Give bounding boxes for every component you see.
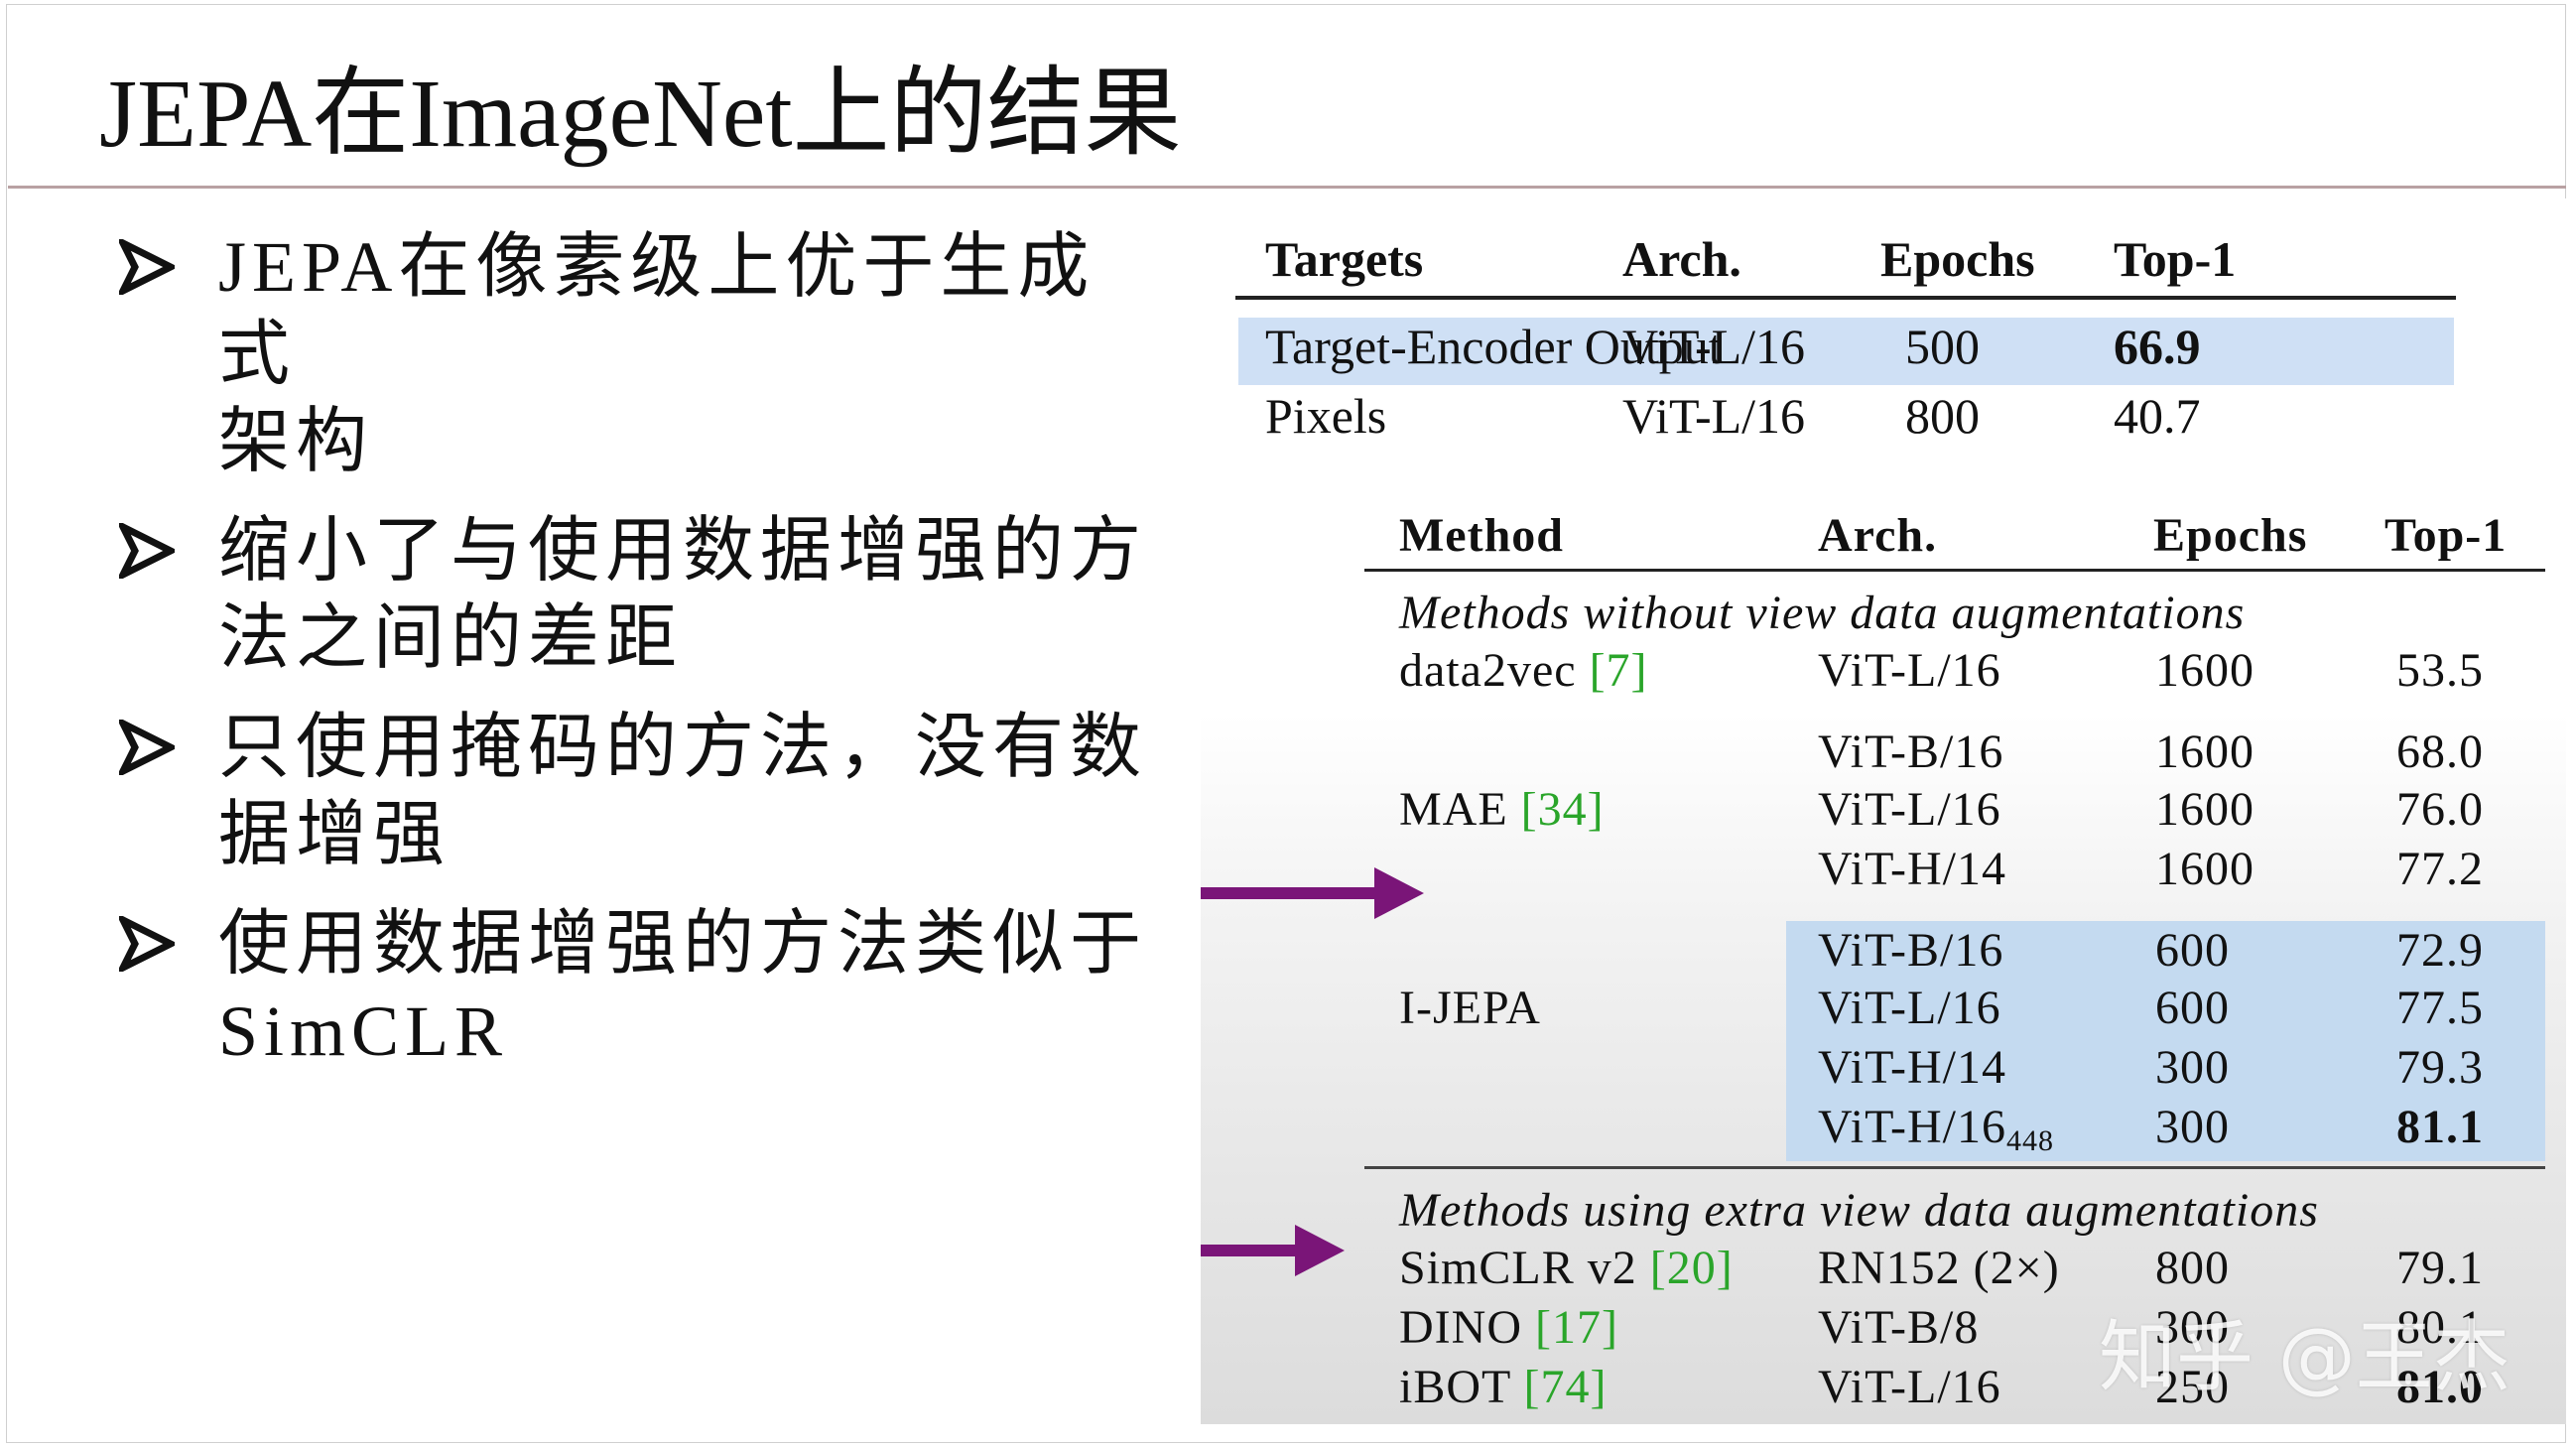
col-header-method: Method bbox=[1399, 509, 1564, 562]
col-header-top1: Top-1 bbox=[2384, 509, 2508, 562]
table-cell: 1600 bbox=[2155, 644, 2254, 697]
bullet-item: 只使用掩码的方法，没有数 据增强 bbox=[119, 704, 1161, 878]
bullet-line: SimCLR bbox=[218, 991, 509, 1071]
bullet-item: JEPA在像素级上优于生成式 架构 bbox=[119, 223, 1161, 485]
target-encoder-highlight bbox=[1238, 318, 2454, 385]
bullet-line: 架构 bbox=[218, 402, 374, 481]
table-cell: 68.0 bbox=[2396, 725, 2484, 778]
table-cell: ViT-H/14 bbox=[1818, 843, 2007, 895]
table-cell: 72.9 bbox=[2396, 924, 2484, 977]
table-cell: ViT-L/16 bbox=[1818, 644, 2001, 697]
method-name: SimCLR v2 [20] bbox=[1399, 1242, 1734, 1294]
table-cell: 600 bbox=[2155, 924, 2230, 977]
pointer-arrow-icon bbox=[1201, 867, 1424, 919]
table-cell: 81.0 bbox=[2396, 1361, 2484, 1413]
col-header-arch: Arch. bbox=[1818, 509, 1938, 562]
bullet-line: 法之间的差距 bbox=[218, 598, 684, 678]
table-cell: ViT-L/16 bbox=[1818, 783, 2001, 836]
table-cell: ViT-H/16448 bbox=[1818, 1101, 2055, 1157]
table-cell: 800 bbox=[1905, 388, 1980, 444]
table-cell: 53.5 bbox=[2396, 644, 2484, 697]
table-cell: Pixels bbox=[1265, 388, 1387, 444]
table-cell: 77.5 bbox=[2396, 982, 2484, 1034]
citation-link: [74] bbox=[1523, 1361, 1608, 1413]
bullet-line: 缩小了与使用数据增强的方 bbox=[218, 511, 1148, 591]
table-cell: Target-Encoder Output bbox=[1265, 319, 1723, 374]
bullet-item: 使用数据增强的方法类似于 SimCLR bbox=[119, 900, 1161, 1075]
table-cell: 1600 bbox=[2155, 843, 2254, 895]
table-cell: ViT-L/16 bbox=[1622, 388, 1806, 444]
citation-link: [17] bbox=[1534, 1301, 1618, 1354]
table-cell: 300 bbox=[2155, 1041, 2230, 1094]
table-cell: 77.2 bbox=[2396, 843, 2484, 895]
table-cell: 800 bbox=[2155, 1242, 2230, 1294]
bullet-item: 缩小了与使用数据增强的方 法之间的差距 bbox=[119, 507, 1161, 682]
table-cell: RN152 (2×) bbox=[1818, 1242, 2060, 1294]
citation-link: [20] bbox=[1649, 1242, 1734, 1294]
section-label: Methods without view data augmentations bbox=[1399, 587, 2246, 639]
table-cell: 79.1 bbox=[2396, 1242, 2484, 1294]
bullet-line: 只使用掩码的方法，没有数 bbox=[218, 708, 1148, 787]
table-cell: 80.1 bbox=[2396, 1301, 2484, 1354]
results-figure: Targets Arch. Epochs Top-1 Target-Encode… bbox=[1201, 198, 2566, 1424]
watermark: 知乎 @王杰 bbox=[2099, 1313, 2511, 1402]
table-rule bbox=[1235, 296, 2456, 300]
method-name: I-JEPA bbox=[1399, 982, 1541, 1034]
slide-title: JEPA在ImageNet上的结果 bbox=[99, 61, 1182, 168]
method-name: iBOT [74] bbox=[1399, 1361, 1608, 1413]
section-label: Methods using extra view data augmentati… bbox=[1399, 1184, 2319, 1237]
table-cell: 1600 bbox=[2155, 783, 2254, 836]
table-cell: ViT-B/16 bbox=[1818, 725, 2004, 778]
table-rule bbox=[1364, 1166, 2545, 1169]
table-cell: ViT-H/14 bbox=[1818, 1041, 2007, 1094]
arrowhead-bullet-icon bbox=[119, 523, 175, 579]
table-rule bbox=[1364, 569, 2545, 572]
table-cell: 76.0 bbox=[2396, 783, 2484, 836]
bullet-line: JEPA在像素级上优于生成式 bbox=[218, 227, 1095, 394]
table-cell: ViT-B/16 bbox=[1818, 924, 2004, 977]
table-cell: ViT-B/8 bbox=[1818, 1301, 1980, 1354]
table-cell: 300 bbox=[2155, 1301, 2230, 1354]
table-cell: 500 bbox=[1905, 319, 1980, 374]
bullet-line: 使用数据增强的方法类似于 bbox=[218, 904, 1148, 984]
method-name: data2vec [7] bbox=[1399, 644, 1648, 697]
method-name: MAE [34] bbox=[1399, 783, 1605, 836]
table-cell: 81.1 bbox=[2396, 1101, 2484, 1153]
col-header-epochs: Epochs bbox=[1880, 231, 2035, 287]
col-header-targets: Targets bbox=[1265, 231, 1424, 287]
col-header-epochs: Epochs bbox=[2153, 509, 2308, 562]
bullet-line: 据增强 bbox=[218, 795, 451, 874]
table-cell: ViT-L/16 bbox=[1622, 319, 1806, 374]
pointer-arrow-icon bbox=[1201, 1225, 1345, 1276]
col-header-top1: Top-1 bbox=[2114, 231, 2237, 287]
citation-link: [34] bbox=[1520, 783, 1605, 836]
bullet-list: JEPA在像素级上优于生成式 架构 缩小了与使用数据增强的方 法之间的差距 只使… bbox=[119, 223, 1161, 1097]
ijepa-highlight bbox=[1786, 921, 2545, 1161]
arrowhead-bullet-icon bbox=[119, 239, 175, 295]
table-cell: 66.9 bbox=[2114, 319, 2201, 374]
table-cell: 600 bbox=[2155, 982, 2230, 1034]
table-cell: ViT-L/16 bbox=[1818, 982, 2001, 1034]
table-cell: 250 bbox=[2155, 1361, 2230, 1413]
citation-link: [7] bbox=[1589, 644, 1648, 697]
title-divider bbox=[8, 186, 2566, 189]
arrowhead-bullet-icon bbox=[119, 720, 175, 775]
table-cell: ViT-L/16 bbox=[1818, 1361, 2001, 1413]
table-cell: 79.3 bbox=[2396, 1041, 2484, 1094]
table-cell: 40.7 bbox=[2114, 388, 2201, 444]
figure-background bbox=[1201, 198, 2566, 1424]
method-name: DINO [17] bbox=[1399, 1301, 1618, 1354]
table-cell: 300 bbox=[2155, 1101, 2230, 1153]
arrowhead-bullet-icon bbox=[119, 916, 175, 972]
col-header-arch: Arch. bbox=[1622, 231, 1741, 287]
table-cell: 1600 bbox=[2155, 725, 2254, 778]
